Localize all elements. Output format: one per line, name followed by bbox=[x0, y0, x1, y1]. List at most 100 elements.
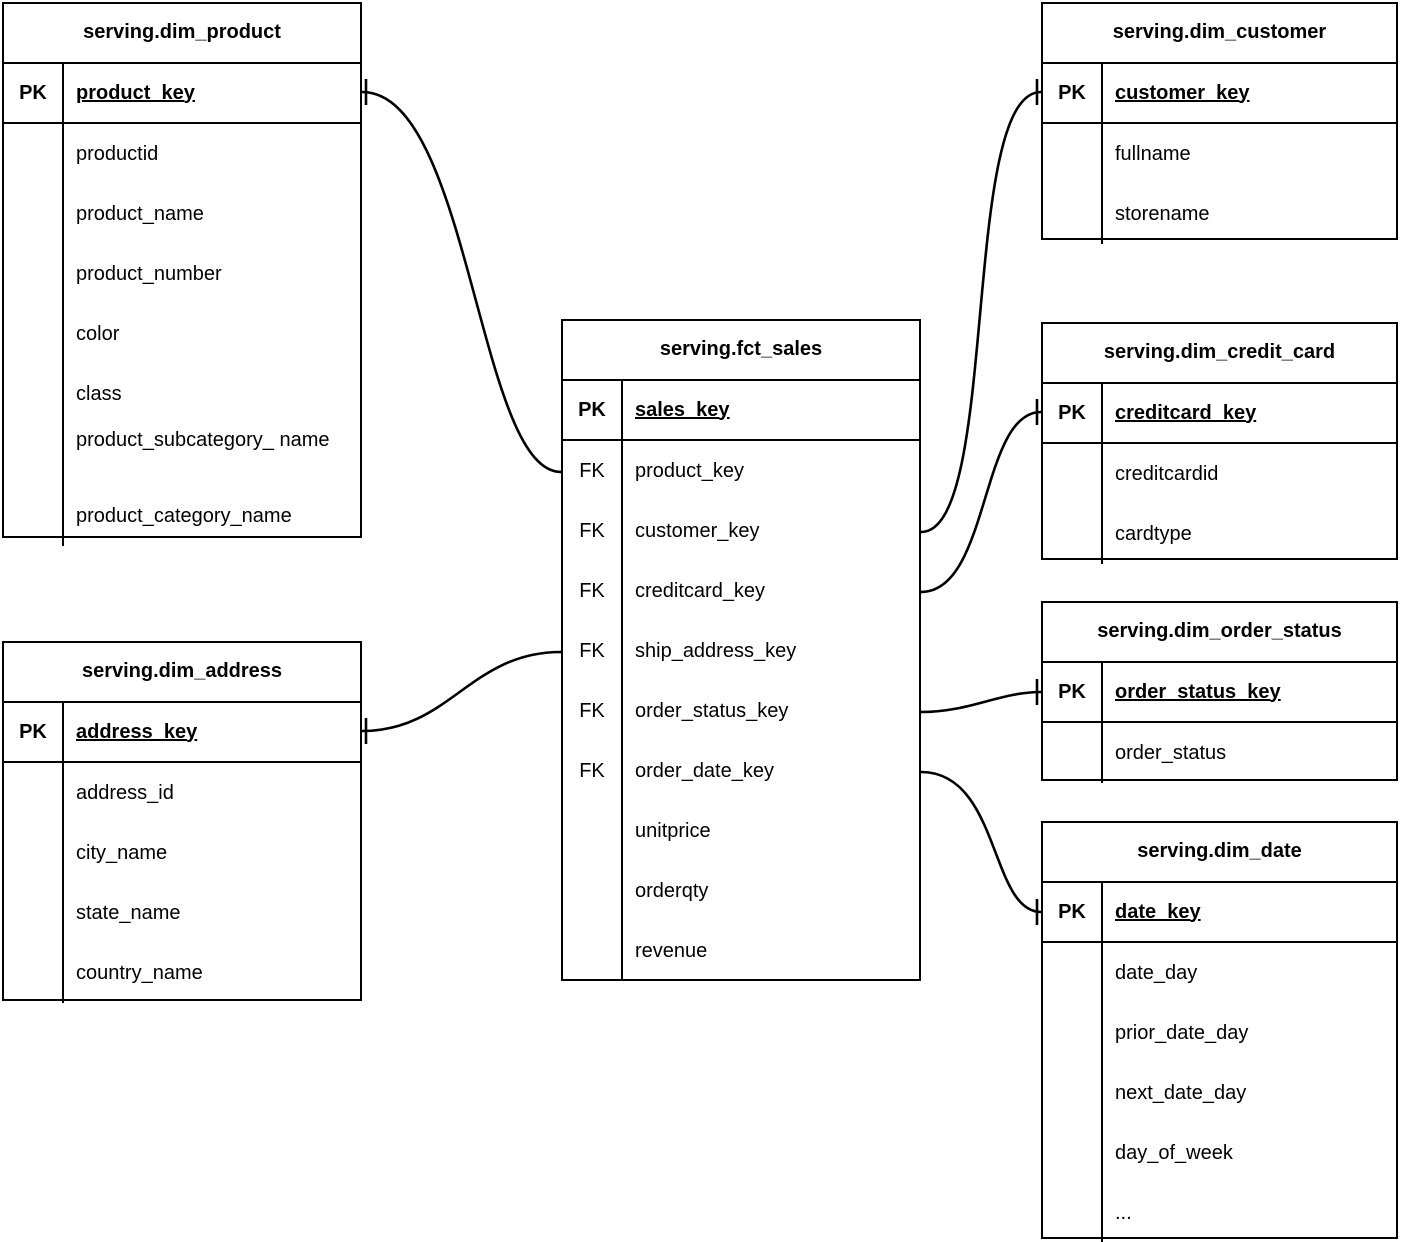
key-badge-blank bbox=[30, 304, 36, 364]
fk-badge: FK bbox=[579, 640, 605, 662]
key-badge-blank bbox=[1069, 1123, 1075, 1183]
key-badge-blank bbox=[30, 484, 36, 544]
field-row: product_subcategory_ name bbox=[76, 429, 330, 451]
key-badge-blank bbox=[1069, 184, 1075, 244]
fk-badge: FK bbox=[579, 760, 605, 782]
pk-badge-fct_sales: PK bbox=[563, 381, 623, 439]
field-row: fullname bbox=[1115, 143, 1191, 165]
pk-field-dim_order_status: order_status_key bbox=[1115, 680, 1281, 703]
pk-row-dim_address[interactable]: PK address_key bbox=[4, 703, 360, 763]
pk-field-dim_product: product_key bbox=[76, 81, 195, 104]
field-row: order_status bbox=[1115, 742, 1227, 764]
field-row: class bbox=[76, 383, 122, 405]
key-badge-blank bbox=[1069, 124, 1075, 184]
pk-badge-dim_address: PK bbox=[4, 703, 64, 761]
field-row: storename bbox=[1115, 203, 1210, 225]
relationship-rel-product bbox=[360, 79, 588, 487]
pk-row-dim_credit_card[interactable]: PK creditcard_key bbox=[1043, 384, 1396, 444]
relationship-line bbox=[919, 410, 1043, 594]
entity-title-dim_customer: serving.dim_customer bbox=[1043, 4, 1396, 64]
pk-row-fct_sales[interactable]: PK sales_key bbox=[563, 381, 919, 441]
attribute-block-dim_order_status: order_status bbox=[1043, 723, 1396, 783]
field-row: color bbox=[76, 323, 120, 345]
pk-field-dim_address: address_key bbox=[76, 720, 198, 743]
field-row: prior_date_day bbox=[1115, 1022, 1249, 1044]
pk-row-dim_customer[interactable]: PK customer_key bbox=[1043, 64, 1396, 124]
field-row: revenue bbox=[635, 940, 708, 962]
field-row: product_category_name bbox=[76, 505, 292, 527]
key-badge-blank bbox=[30, 364, 36, 424]
field-row: state_name bbox=[76, 902, 181, 924]
key-badge-column-dim_credit_card bbox=[1043, 444, 1103, 564]
pk-row-dim_date[interactable]: PK date_key bbox=[1043, 883, 1396, 943]
key-badge-column-dim_order_status bbox=[1043, 723, 1103, 783]
entity-title-dim_date: serving.dim_date bbox=[1043, 823, 1396, 883]
pk-row-dim_product[interactable]: PK product_key bbox=[4, 64, 360, 124]
field-row: customer_key bbox=[635, 520, 760, 542]
field-row: date_day bbox=[1115, 962, 1198, 984]
key-badge-blank bbox=[30, 763, 36, 823]
fk-badge-column-fct_sales: FK FK FK FK FK FK bbox=[563, 441, 623, 981]
key-badge-blank bbox=[1069, 1063, 1075, 1123]
pk-badge-dim_order_status: PK bbox=[1043, 663, 1103, 721]
fk-badge: FK bbox=[579, 520, 605, 542]
key-badge-blank bbox=[1069, 504, 1075, 564]
key-badge-blank bbox=[30, 823, 36, 883]
key-badge-blank bbox=[30, 943, 36, 1003]
pk-badge-dim_credit_card: PK bbox=[1043, 384, 1103, 442]
pk-field-fct_sales: sales_key bbox=[635, 398, 730, 421]
fk-badge: FK bbox=[579, 460, 605, 482]
attribute-block-dim_customer: fullname storename bbox=[1043, 124, 1396, 244]
field-column-dim_order_status: order_status bbox=[1103, 723, 1396, 783]
field-row: product_number bbox=[76, 263, 222, 285]
key-badge-blank bbox=[30, 244, 36, 304]
field-row: product_name bbox=[76, 203, 204, 225]
pk-field-dim_credit_card: creditcard_key bbox=[1115, 401, 1257, 424]
key-badge-column-dim_address bbox=[4, 763, 64, 1003]
key-badge-blank bbox=[1069, 1183, 1075, 1242]
key-badge-blank bbox=[30, 184, 36, 244]
key-badge-column-dim_date bbox=[1043, 943, 1103, 1242]
field-row: ... bbox=[1115, 1202, 1132, 1224]
entity-title-fct_sales: serving.fct_sales bbox=[563, 321, 919, 381]
field-column-dim_customer: fullname storename bbox=[1103, 124, 1396, 244]
relationship-line bbox=[360, 90, 563, 474]
field-row: city_name bbox=[76, 842, 168, 864]
field-row: unitprice bbox=[635, 820, 711, 842]
entity-title-dim_address: serving.dim_address bbox=[4, 643, 360, 703]
relationship-rel-address bbox=[360, 637, 588, 744]
pk-badge-dim_product: PK bbox=[4, 64, 64, 122]
key-badge-blank bbox=[30, 124, 36, 184]
fk-badge: FK bbox=[579, 700, 605, 722]
pk-field-dim_customer: customer_key bbox=[1115, 81, 1250, 104]
field-row: address_id bbox=[76, 782, 174, 804]
field-row: day_of_week bbox=[1115, 1142, 1233, 1164]
relationship-line bbox=[919, 770, 1043, 914]
pk-field-dim_date: date_key bbox=[1115, 900, 1201, 923]
pk-row-dim_order_status[interactable]: PK order_status_key bbox=[1043, 663, 1396, 723]
key-badge-column-dim_product bbox=[4, 124, 64, 546]
key-badge-column-dim_customer bbox=[1043, 124, 1103, 244]
key-badge-blank bbox=[1069, 1003, 1075, 1063]
pk-badge-dim_customer: PK bbox=[1043, 64, 1103, 122]
fk-badge: FK bbox=[579, 580, 605, 602]
entity-title-dim_credit_card: serving.dim_credit_card bbox=[1043, 324, 1396, 384]
field-row: cardtype bbox=[1115, 523, 1192, 545]
pk-badge-dim_date: PK bbox=[1043, 883, 1103, 941]
